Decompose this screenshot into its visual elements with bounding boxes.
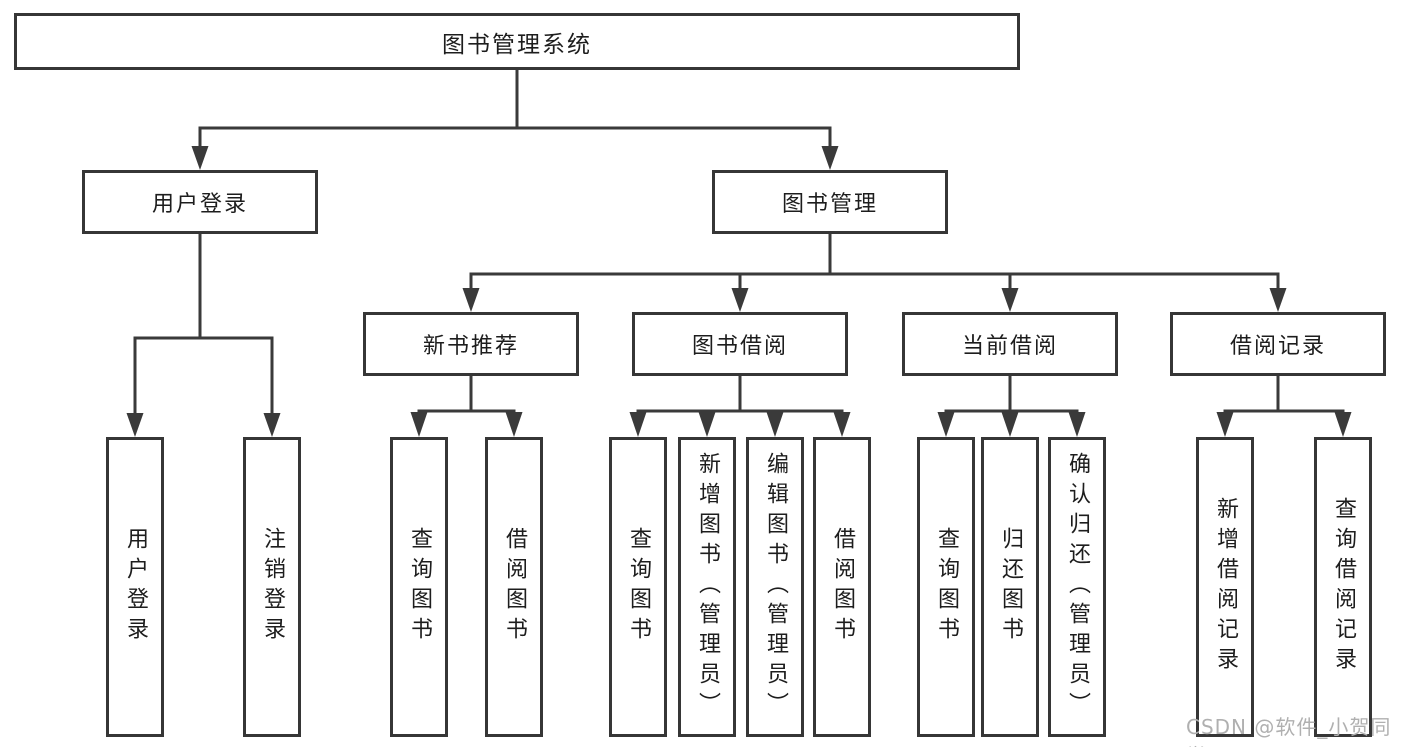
node-add-borrow-record: 新增借阅记录 [1196, 437, 1254, 737]
arrowhead [1001, 288, 1019, 312]
arrowhead [833, 412, 851, 437]
node-current-borrow: 当前借阅 [902, 312, 1118, 376]
arrowhead [263, 413, 281, 437]
arrowhead [766, 412, 784, 437]
arrowhead [505, 412, 523, 437]
node-add-book-admin: 新增图书（管理员） [678, 437, 736, 737]
node-book-borrow: 图书借阅 [632, 312, 848, 376]
node-book-management: 图书管理 [712, 170, 948, 234]
node-query-borrow-record: 查询借阅记录 [1314, 437, 1372, 737]
node-logout-action: 注销登录 [243, 437, 301, 737]
watermark: CSDN @软件_小贺同学 [1186, 715, 1392, 747]
arrowhead [731, 288, 749, 312]
node-return-book: 归还图书 [981, 437, 1039, 737]
arrowhead [629, 412, 647, 437]
arrowhead [937, 412, 955, 437]
node-borrow-books-borrow: 借阅图书 [813, 437, 871, 737]
arrowhead [410, 412, 428, 437]
arrowhead [698, 412, 716, 437]
arrowhead [191, 146, 209, 170]
arrowhead [821, 146, 839, 170]
node-query-books-borrow: 查询图书 [609, 437, 667, 737]
arrowhead [126, 413, 144, 437]
arrowhead [1269, 288, 1287, 312]
arrowhead [1216, 412, 1234, 437]
arrowhead [1068, 412, 1086, 437]
node-edit-book-admin: 编辑图书（管理员） [746, 437, 804, 737]
node-confirm-return-admin: 确认归还（管理员） [1048, 437, 1106, 737]
node-user-login-action: 用户登录 [106, 437, 164, 737]
node-query-books-recommend: 查询图书 [390, 437, 448, 737]
node-library-management-system: 图书管理系统 [14, 13, 1020, 70]
node-borrow-records: 借阅记录 [1170, 312, 1386, 376]
node-borrow-books-recommend: 借阅图书 [485, 437, 543, 737]
arrowhead [1001, 412, 1019, 437]
arrowhead [1334, 412, 1352, 437]
arrowhead [462, 288, 480, 312]
node-query-books-current: 查询图书 [917, 437, 975, 737]
node-new-book-recommend: 新书推荐 [363, 312, 579, 376]
node-user-login: 用户登录 [82, 170, 318, 234]
